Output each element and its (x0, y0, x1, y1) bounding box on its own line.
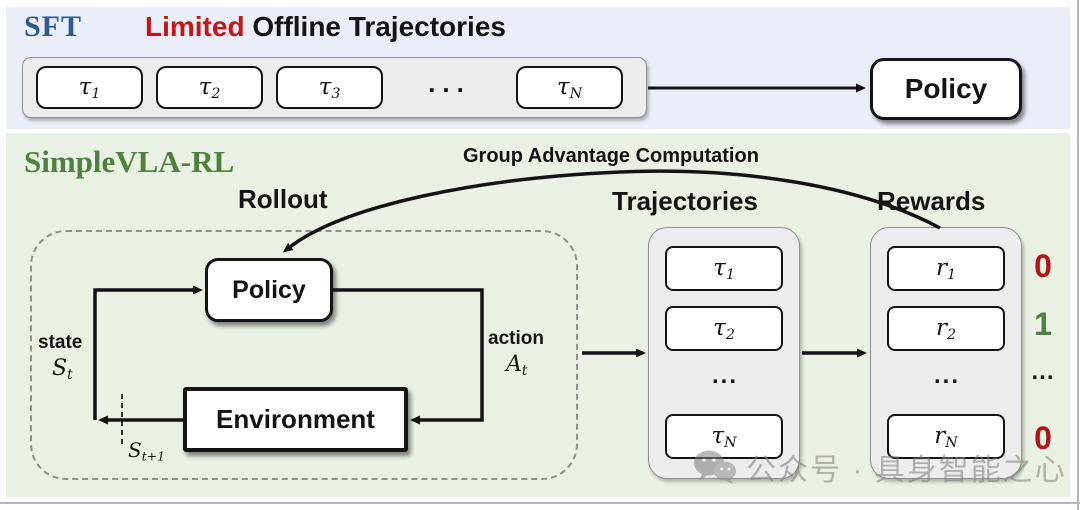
tau-box-2: τ2 (156, 66, 263, 109)
action-word: action (488, 328, 544, 349)
reward-value-2: 1 (1034, 306, 1052, 342)
sft-title: Limited Offline Trajectories (145, 11, 506, 43)
reward-ellipsis: ... (933, 362, 960, 389)
sft-policy-label: Policy (904, 73, 988, 104)
reward-box-2: r2 (887, 306, 1005, 351)
reward-box-n: rN (887, 414, 1005, 459)
sft-policy-box: Policy (870, 58, 1022, 120)
watermark-text: 公众号 · 具身智能之心 (746, 454, 1067, 487)
bottom-border-line (0, 502, 1080, 504)
wechat-icon (694, 450, 736, 484)
action-symbol: At (506, 352, 528, 379)
trajectories-container: τ1 τ2 ... τN (648, 227, 800, 479)
simplevla-rl-label: SimpleVLA-RL (24, 144, 235, 179)
reward-box-1: r1 (887, 246, 1005, 291)
rollout-policy-box: Policy (205, 258, 333, 322)
trajectories-title: Trajectories (612, 186, 758, 216)
state-symbol: St (52, 356, 73, 383)
sft-title-limited: Limited (145, 11, 245, 42)
state-word: state (38, 332, 83, 353)
tau-box-n: τN (516, 66, 623, 109)
reward-value-1: 0 (1034, 248, 1052, 284)
tau-box-1: τ1 (36, 66, 143, 109)
sft-title-rest: Offline Trajectories (244, 11, 506, 42)
sft-label: SFT (24, 10, 83, 43)
offline-trajectory-strip: τ1 τ2 τ3 ... τN (22, 57, 647, 118)
tau-box-3: τ3 (276, 66, 383, 109)
rewards-container: r1 r2 ... rN (870, 227, 1022, 479)
rollout-policy-label: Policy (232, 275, 306, 304)
rewards-title: Rewards (877, 186, 986, 216)
right-border-line (1077, 0, 1079, 510)
next-state-symbol: St+1 (128, 438, 165, 464)
traj-box-2: τ2 (665, 306, 783, 351)
reward-value-ellipsis: ... (1031, 358, 1055, 385)
environment-box: Environment (183, 387, 408, 452)
environment-label: Environment (216, 404, 375, 434)
traj-box-n: τN (665, 414, 783, 459)
traj-box-1: τ1 (665, 246, 783, 291)
watermark: 公众号 · 具身智能之心 (692, 445, 1067, 489)
rollout-title: Rollout (238, 184, 328, 214)
tau-ellipsis: ... (428, 68, 471, 98)
reward-value-n: 0 (1034, 420, 1052, 456)
traj-ellipsis: ... (711, 362, 738, 389)
group-advantage-label: Group Advantage Computation (463, 145, 759, 167)
